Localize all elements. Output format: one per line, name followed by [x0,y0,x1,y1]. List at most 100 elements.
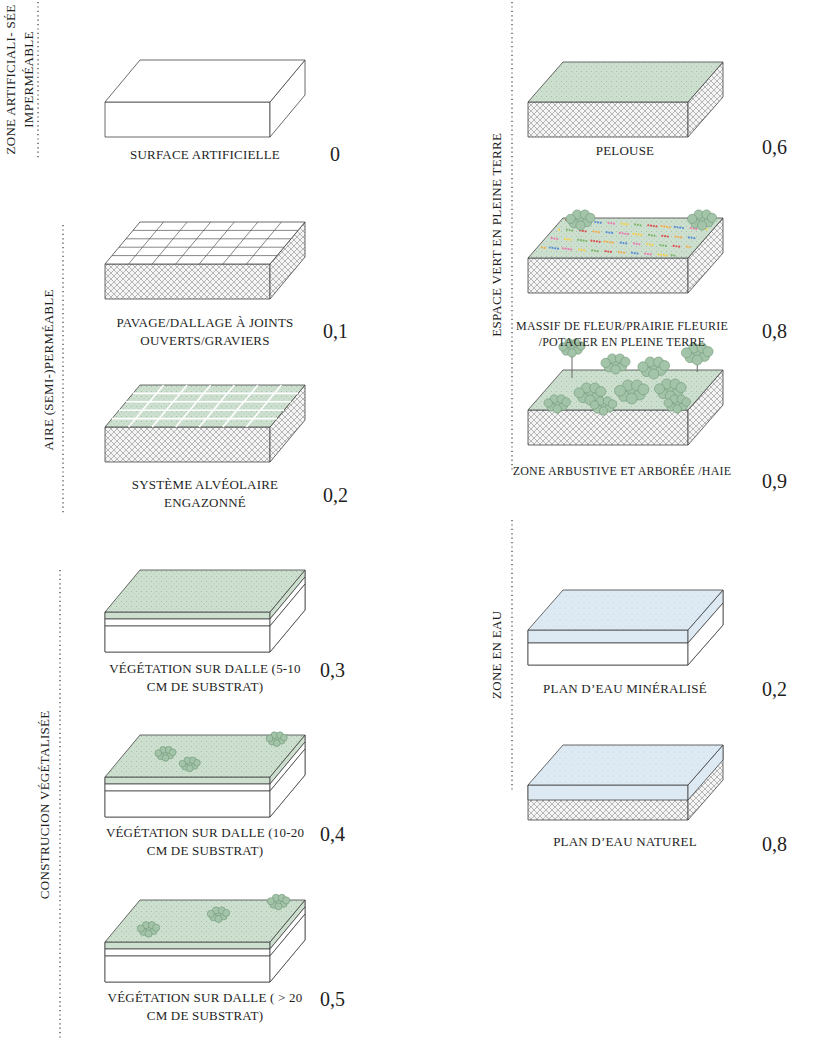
flower [636,243,638,245]
bush [137,925,144,932]
flower [648,234,650,236]
flower [585,240,587,242]
flower [650,225,652,227]
flower [653,235,655,237]
flower [605,231,607,233]
bush [673,405,681,413]
flower [650,253,652,255]
flower [610,222,612,224]
flower [571,229,573,231]
surface-caption: VÉGÉTATION SUR DALLE ( > 20 CM DE SUBSTR… [103,989,308,1024]
tile [105,222,305,299]
flower [557,248,559,250]
flower [607,222,609,224]
flower [689,246,691,248]
bush [153,924,160,931]
coefficient-value: 0,2 [762,676,787,703]
flower [624,233,626,235]
flower [671,254,673,256]
flower [583,240,585,242]
flower [627,233,629,235]
tile-layer [105,942,270,949]
bush [586,213,595,222]
tile [105,732,305,817]
bush [179,760,186,767]
bush [207,910,214,917]
surface-caption: PAVAGE/DALLAGE À JOINTS OUVERTS/GRAVIERS [98,314,313,349]
tile-front [105,777,270,817]
flower [584,230,586,232]
flower [646,243,648,245]
bush [155,750,162,757]
bush [574,388,584,398]
bush [596,387,606,397]
bush [162,755,169,762]
flower [660,225,662,227]
bush [169,749,176,756]
flower [620,251,622,253]
flower [633,242,635,244]
category-label: ZONE ARTIFICIALI- SÉE IMPERMÉABLE [2,5,37,155]
flower [651,234,653,236]
surface-caption: PLAN D’EAU MINÉRALISÉ [510,680,740,698]
tile-top [528,745,723,785]
surface-caption: PLAN D’EAU NATUREL [510,833,740,851]
coefficient-value: 0,8 [762,318,787,345]
flower [647,253,649,255]
tile-front [528,630,688,665]
flower [688,236,690,238]
surface-caption: SURFACE ARTIFICIELLE [90,146,320,164]
tile-top [105,735,305,777]
tile-top [105,900,305,942]
paving-joint [112,255,277,256]
coefficient-value: 0,3 [320,657,345,684]
flower [660,254,662,256]
flower [578,248,580,250]
flower [604,250,606,252]
flower [637,233,639,235]
bush [215,915,222,922]
flower [625,242,627,244]
flower [649,244,651,246]
tile-top [528,62,723,102]
coefficient-value: 0,8 [762,831,787,858]
flower [647,224,649,226]
flower [618,251,620,253]
category-label: CONSTRUCION VÉGÉTALISÉE [35,711,53,900]
category-label: ZONE EN EAU [488,611,506,700]
flower [675,245,677,247]
flower [673,245,675,247]
tile-front [105,427,270,462]
flower [678,246,680,248]
flower [677,236,679,238]
tile-layer [528,785,688,800]
flower [666,254,668,256]
flower [569,229,571,231]
coefficient-value: 0,4 [320,821,345,848]
flower [635,233,637,235]
flower [620,242,622,244]
category-brackets [38,2,512,1040]
flower [690,237,692,239]
flower [606,241,608,243]
tile-top [528,370,723,410]
flower [626,223,628,225]
bush [638,384,649,395]
flower [679,227,681,229]
paving-joint [176,222,211,264]
flower [693,237,695,239]
tile-front [528,258,688,293]
tile-layer [105,784,270,791]
bush [707,213,716,222]
flower [673,254,675,256]
flower [613,223,615,225]
flower [593,240,595,242]
flower [634,252,636,254]
flower [706,228,708,230]
paving-joint [133,230,298,231]
flower [595,231,597,233]
flower [590,240,592,242]
flower [639,224,641,226]
flower [567,248,569,250]
tile-top [528,590,723,630]
